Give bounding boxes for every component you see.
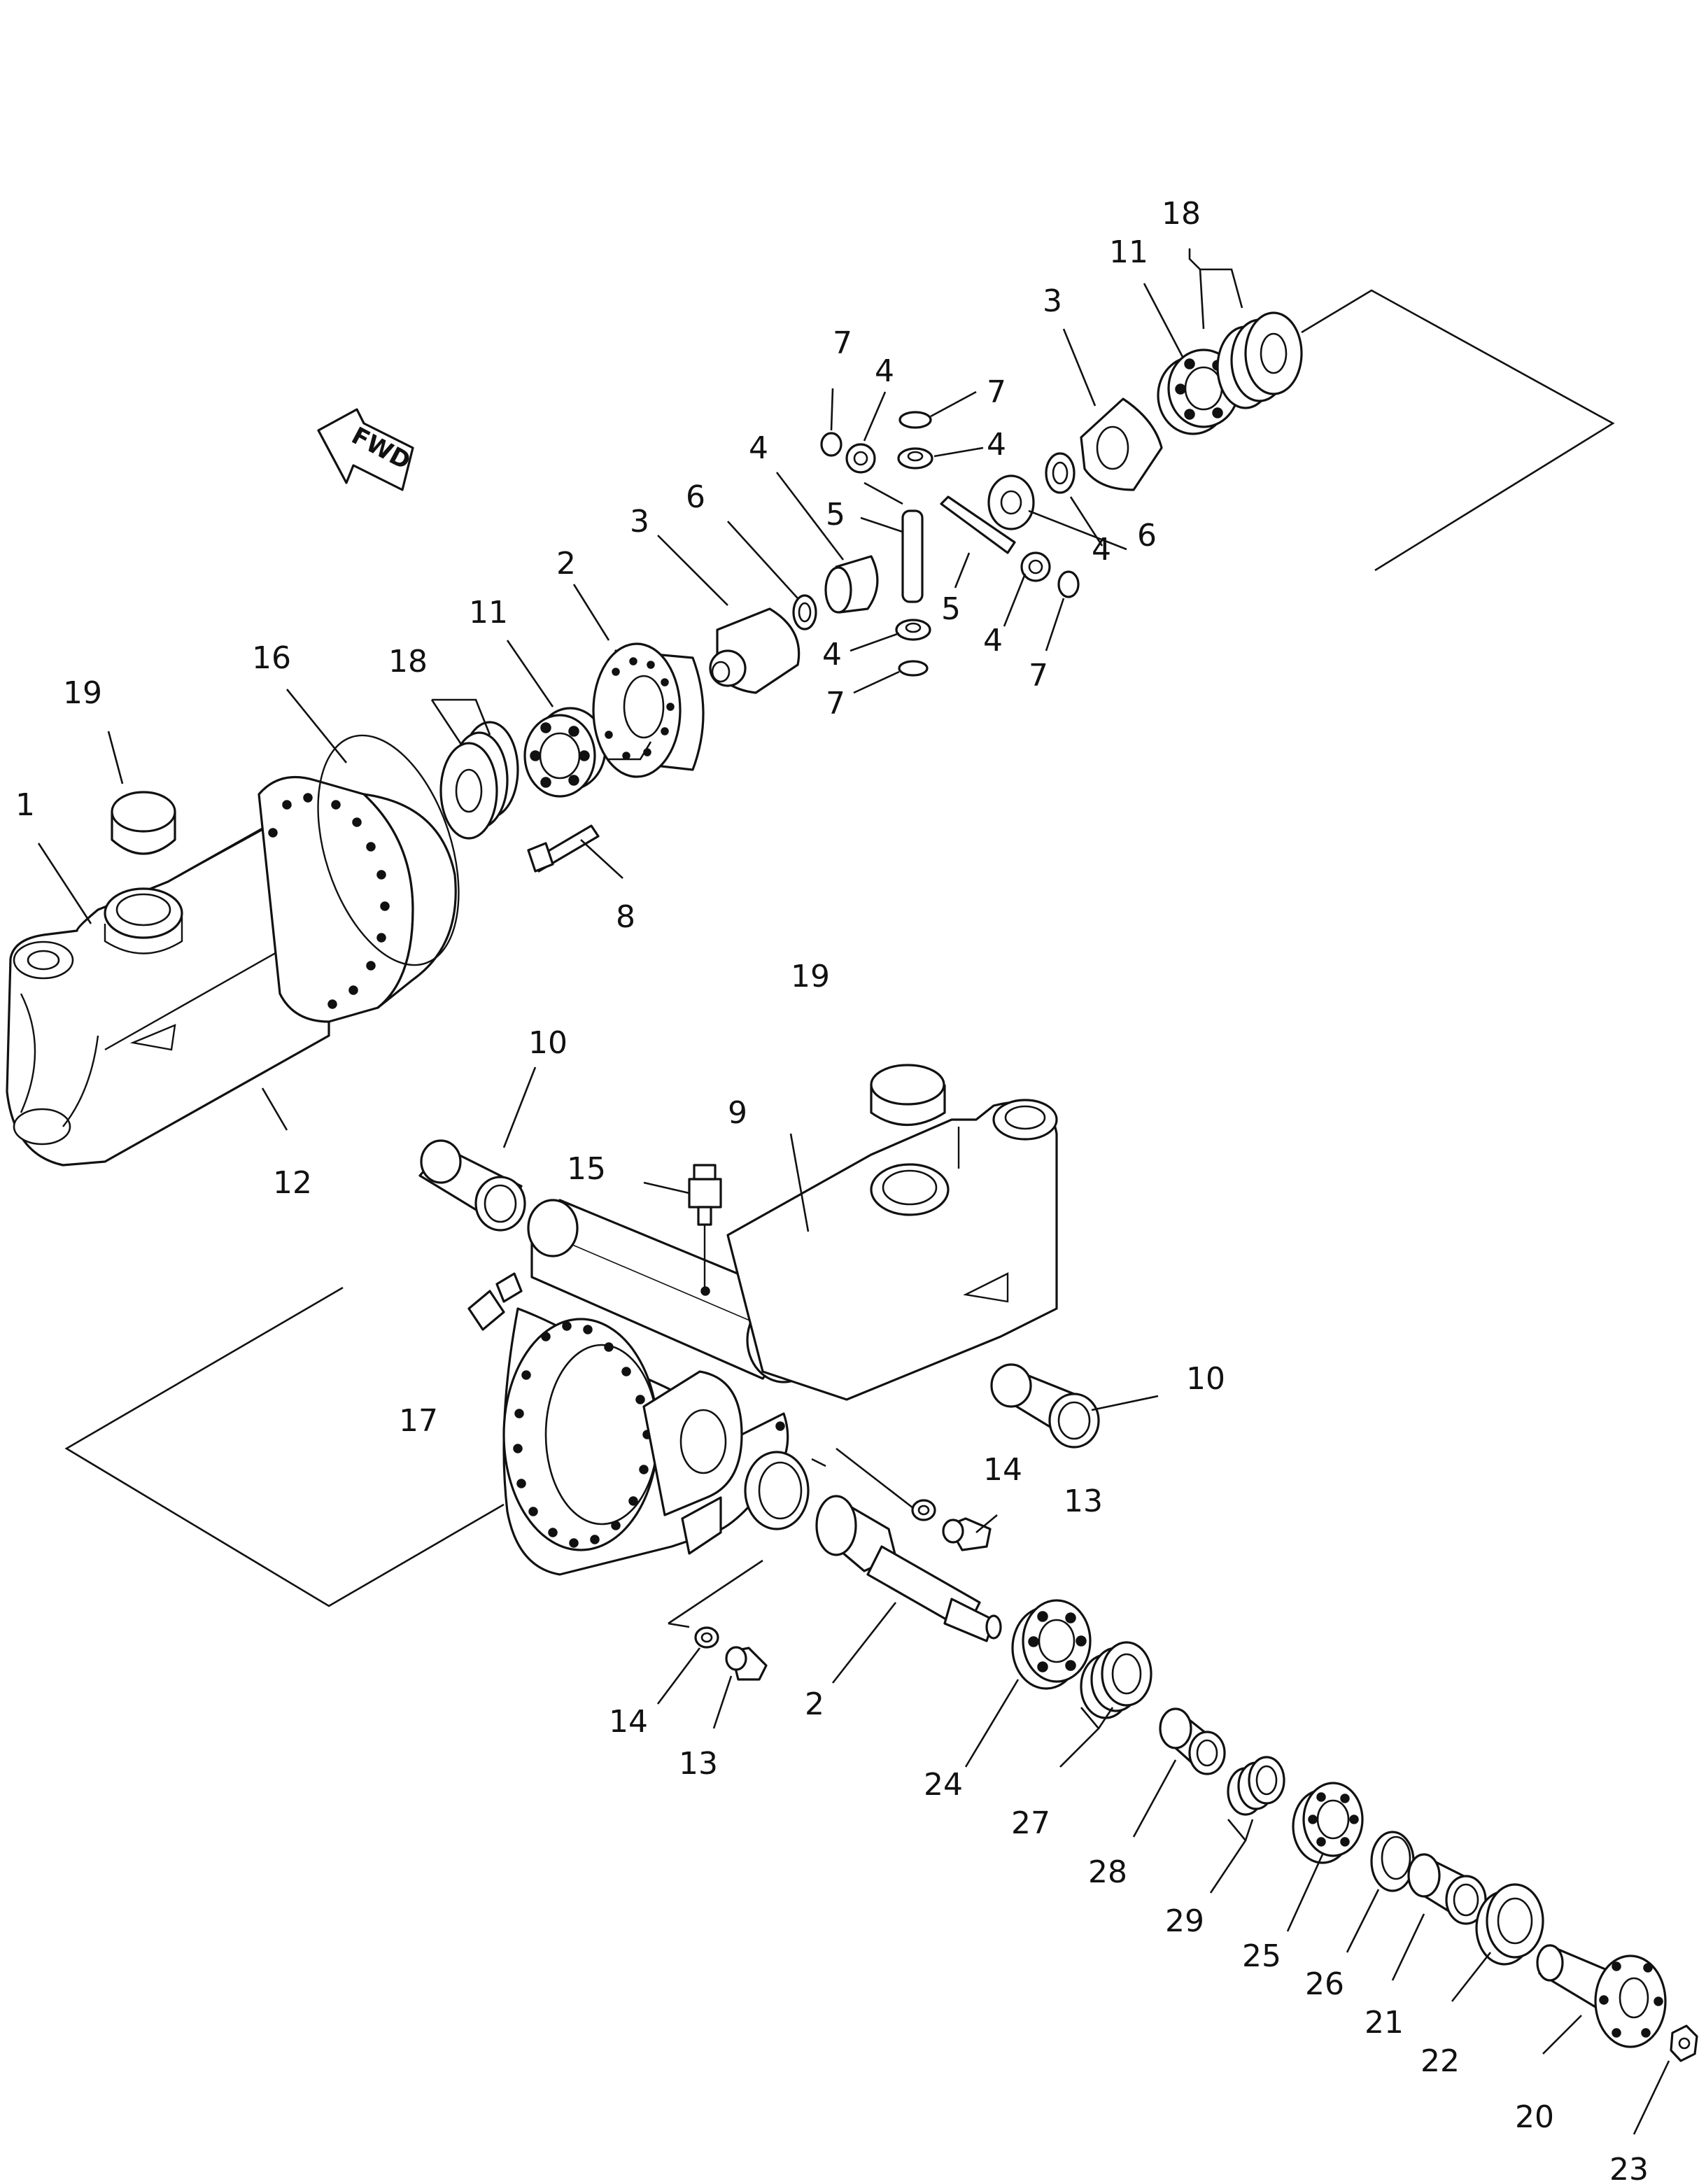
- callout-4-c: 4: [987, 427, 1006, 463]
- callout-28: 28: [1088, 1854, 1127, 1890]
- callout-3-right: 3: [1043, 283, 1062, 319]
- part-25-bearing: [1292, 1782, 1364, 1864]
- part-10-bushing-right: [990, 1363, 1100, 1449]
- callout-15: 15: [567, 1151, 606, 1187]
- part-27-shim-pack: [1080, 1641, 1152, 1719]
- part-4-pinion-upper: [845, 443, 876, 474]
- part-8-bolt: [527, 824, 600, 873]
- part-18-shim-pack-left: [439, 721, 519, 840]
- callout-8: 8: [616, 899, 635, 935]
- callout-13-right: 13: [1064, 1484, 1103, 1519]
- callout-22: 22: [1421, 2043, 1460, 2079]
- callout-20: 20: [1515, 2099, 1554, 2135]
- part-21-collar: [1407, 1853, 1487, 1925]
- top-group-bracket: [1301, 289, 1615, 572]
- part-11-bearing-left: [523, 707, 607, 798]
- part-20-coupling-flange: [1536, 1944, 1667, 2048]
- callout-2-ring-gear: 2: [556, 546, 576, 582]
- callout-labels: 1 19 16 18 11 2 8 3 6 4 7 4 7 4 5 5 4 7 …: [15, 196, 1649, 2184]
- callout-14-right: 14: [983, 1452, 1022, 1488]
- callout-19-lower: 19: [791, 959, 830, 994]
- callout-23: 23: [1609, 2152, 1649, 2184]
- bottom-group-bracket: [64, 1286, 505, 1607]
- part-9-center-housing: [502, 1099, 1058, 1576]
- part-3-diff-case-left: [709, 607, 801, 694]
- callout-25: 25: [1242, 1938, 1281, 1974]
- callout-29: 29: [1165, 1903, 1204, 1939]
- part-2-ring-gear: [592, 642, 705, 778]
- callout-13-left: 13: [679, 1746, 718, 1782]
- callout-21: 21: [1365, 2005, 1404, 2041]
- part-29-shim-pack: [1227, 1756, 1285, 1816]
- callout-17: 17: [399, 1403, 438, 1439]
- callout-19-upper: 19: [63, 675, 102, 711]
- callout-7-b: 7: [987, 374, 1006, 410]
- callout-11-right: 11: [1109, 234, 1148, 270]
- callout-7-c: 7: [826, 686, 845, 721]
- callout-24: 24: [924, 1767, 963, 1803]
- callout-3-left: 3: [630, 504, 649, 540]
- callout-18-left: 18: [388, 644, 428, 679]
- callout-4-a: 4: [749, 430, 768, 466]
- part-5-spider-pin-vertical: [901, 509, 924, 603]
- part-7-washer-b: [898, 411, 932, 429]
- part-28-spacer: [1159, 1707, 1226, 1775]
- part-19-cap-upper: [111, 791, 176, 855]
- part-17-grease-fitting: [467, 1272, 523, 1331]
- part-18-shim-pack-right: [1216, 311, 1303, 409]
- part-4-pinion-top: [897, 447, 933, 470]
- callout-9: 9: [728, 1095, 747, 1131]
- part-15-breather: [688, 1164, 722, 1291]
- callout-7-d: 7: [1029, 658, 1048, 693]
- part-13-plug-left: [725, 1646, 768, 1681]
- part-11-bearing-right: [1157, 348, 1240, 435]
- callout-26: 26: [1305, 1966, 1344, 2002]
- callout-6-left: 6: [686, 479, 705, 515]
- callout-7-a: 7: [833, 325, 852, 361]
- part-4-side-gear-right: [987, 474, 1035, 530]
- part-4-pinion-lower: [895, 619, 931, 641]
- callout-6-right: 6: [1137, 518, 1157, 554]
- part-7-washer-a: [820, 432, 843, 457]
- part-26-snap-ring: [1370, 1831, 1415, 1892]
- callout-4-f: 4: [1092, 532, 1111, 568]
- part-19-cap-lower: [870, 1064, 946, 1126]
- part-24-bearing: [1011, 1599, 1092, 1690]
- callout-4-b: 4: [875, 353, 894, 389]
- part-1-axle-housing: [6, 775, 457, 1167]
- part-23-nut: [1670, 2024, 1698, 2062]
- callout-2-pinion: 2: [805, 1686, 824, 1722]
- part-2-pinion-shaft: [815, 1495, 1002, 1642]
- part-5-spider-pin-horizontal: [940, 495, 1016, 554]
- callout-12: 12: [273, 1165, 312, 1201]
- callout-18-right: 18: [1162, 196, 1201, 232]
- part-13-plug-right: [942, 1517, 992, 1551]
- callout-4-d: 4: [822, 637, 842, 672]
- callout-1: 1: [15, 787, 35, 823]
- part-4-side-gear-left: [824, 555, 879, 614]
- part-7-washer-c: [898, 660, 929, 677]
- callout-16: 16: [252, 640, 291, 676]
- callout-5-b: 5: [941, 591, 961, 627]
- part-4-pinion-right: [1020, 551, 1051, 582]
- callout-27: 27: [1011, 1805, 1050, 1841]
- part-3-diff-case-right: [1080, 397, 1163, 491]
- callout-10-right: 10: [1186, 1361, 1225, 1397]
- callout-5-a: 5: [826, 497, 845, 533]
- fwd-direction-arrow: FWD: [317, 408, 415, 491]
- callout-4-e: 4: [983, 623, 1003, 658]
- leader-lines: [37, 248, 1670, 2135]
- part-16-o-ring: [317, 734, 460, 966]
- part-10-bushing-left: [418, 1139, 526, 1232]
- part-7-washer-d: [1057, 570, 1080, 598]
- callout-11-left: 11: [469, 595, 508, 630]
- callout-10-left: 10: [528, 1025, 568, 1061]
- callout-14-left: 14: [609, 1704, 648, 1740]
- part-22-oil-seal: [1475, 1883, 1544, 1966]
